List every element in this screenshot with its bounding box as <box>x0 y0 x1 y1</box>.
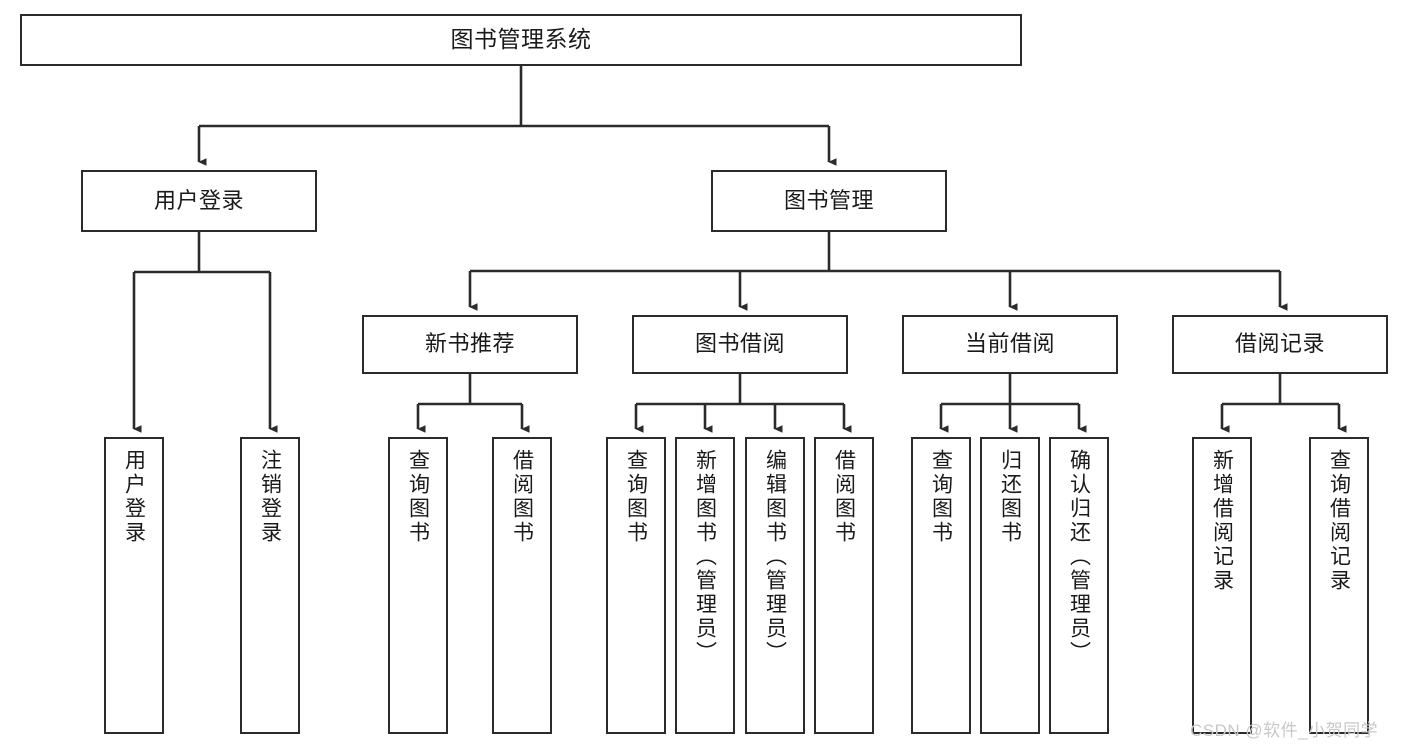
leaf-query-borrow-record-label: 查询借阅记录 <box>1327 449 1351 593</box>
node-root-label: 图书管理系统 <box>450 26 592 53</box>
leaf-borrow-book-recommend[interactable]: 借阅图书 <box>492 437 552 734</box>
leaf-query-book-recommend-label: 查询图书 <box>406 449 430 545</box>
leaf-edit-book-admin[interactable]: 编辑图书（管理员） <box>745 437 805 734</box>
leaf-return-book[interactable]: 归还图书 <box>980 437 1040 734</box>
leaf-confirm-return-admin-label: 确认归还（管理员） <box>1067 449 1091 665</box>
node-new-book-recommend[interactable]: 新书推荐 <box>362 315 578 374</box>
leaf-logout[interactable]: 注销登录 <box>240 437 300 734</box>
leaf-query-book-current-label: 查询图书 <box>929 449 953 545</box>
leaf-add-book-admin-label: 新增图书（管理员） <box>693 449 717 665</box>
leaf-query-borrow-record[interactable]: 查询借阅记录 <box>1309 437 1369 734</box>
leaf-user-login[interactable]: 用户登录 <box>104 437 164 734</box>
watermark: CSDN @软件_小贺同学 <box>1190 721 1379 740</box>
node-user-login-label: 用户登录 <box>153 187 244 213</box>
node-book-borrow-label: 图书借阅 <box>694 331 785 357</box>
leaf-add-borrow-record-label: 新增借阅记录 <box>1210 449 1234 593</box>
leaf-borrow-book[interactable]: 借阅图书 <box>814 437 874 734</box>
node-current-borrow[interactable]: 当前借阅 <box>902 315 1118 374</box>
node-borrow-record[interactable]: 借阅记录 <box>1172 315 1388 374</box>
leaf-query-book-recommend[interactable]: 查询图书 <box>388 437 448 734</box>
node-book-borrow[interactable]: 图书借阅 <box>632 315 848 374</box>
leaf-borrow-book-recommend-label: 借阅图书 <box>510 449 534 545</box>
node-current-borrow-label: 当前借阅 <box>964 331 1055 357</box>
leaf-query-book-current[interactable]: 查询图书 <box>911 437 971 734</box>
leaf-edit-book-admin-label: 编辑图书（管理员） <box>763 449 787 665</box>
leaf-query-book-borrow-label: 查询图书 <box>624 449 648 545</box>
node-borrow-record-label: 借阅记录 <box>1234 331 1325 357</box>
leaf-add-borrow-record[interactable]: 新增借阅记录 <box>1192 437 1252 734</box>
node-new-book-recommend-label: 新书推荐 <box>424 331 515 357</box>
leaf-borrow-book-label: 借阅图书 <box>832 449 856 545</box>
node-book-management[interactable]: 图书管理 <box>711 170 947 232</box>
node-root[interactable]: 图书管理系统 <box>20 14 1022 66</box>
leaf-add-book-admin[interactable]: 新增图书（管理员） <box>675 437 735 734</box>
leaf-query-book-borrow[interactable]: 查询图书 <box>606 437 666 734</box>
node-user-login[interactable]: 用户登录 <box>81 170 317 232</box>
node-book-management-label: 图书管理 <box>783 187 874 213</box>
leaf-user-login-label: 用户登录 <box>122 449 146 545</box>
leaf-confirm-return-admin[interactable]: 确认归还（管理员） <box>1049 437 1109 734</box>
leaf-return-book-label: 归还图书 <box>998 449 1022 545</box>
leaf-logout-label: 注销登录 <box>258 449 282 545</box>
